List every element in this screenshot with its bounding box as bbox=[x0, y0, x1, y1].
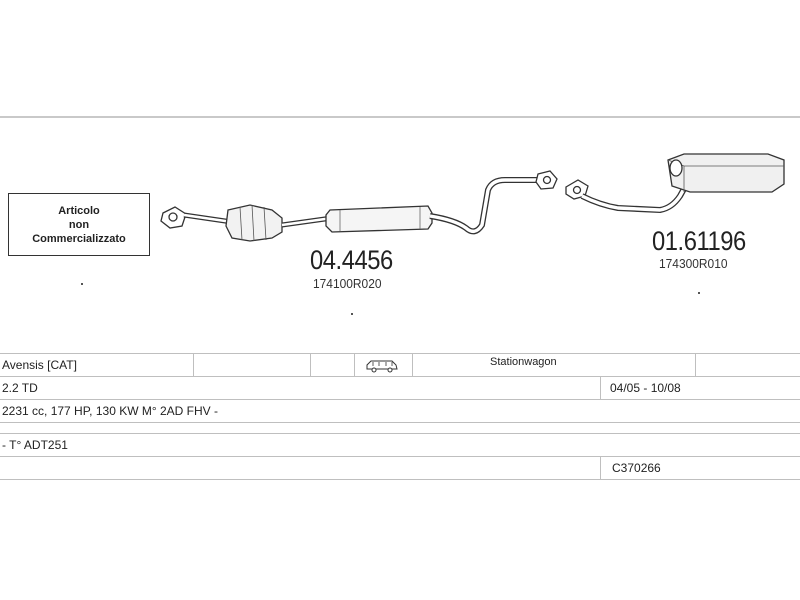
table-spacer bbox=[0, 423, 800, 434]
notice-line-2: non bbox=[68, 218, 90, 231]
center-muffler bbox=[325, 205, 433, 233]
table-row: 2231 cc, 177 HP, 130 KW M° 2AD FHV - bbox=[0, 400, 800, 423]
marker-dot bbox=[81, 283, 83, 285]
part-code-1[interactable]: 04.4456 bbox=[310, 245, 393, 275]
top-frame-line bbox=[0, 116, 800, 118]
catalog-code-cell: C370266 bbox=[612, 461, 661, 475]
oem-code-1: 174100R020 bbox=[313, 276, 382, 291]
notice-line-3: Commercializzato bbox=[32, 232, 126, 245]
rear-muffler bbox=[667, 153, 785, 193]
not-available-notice: Articolo non Commercializzato bbox=[8, 193, 150, 256]
specs-cell: 2231 cc, 177 HP, 130 KW M° 2AD FHV - bbox=[2, 404, 218, 418]
part-code-2[interactable]: 01.61196 bbox=[652, 226, 746, 256]
table-row: - T° ADT251 bbox=[0, 434, 800, 457]
table-row: Avensis [CAT] Stationwagon bbox=[0, 353, 800, 377]
notice-line-1: Articolo bbox=[58, 204, 100, 217]
vehicle-table: Avensis [CAT] Stationwagon 2.2 TD 04/05 … bbox=[0, 353, 800, 480]
body-type-cell: Stationwagon bbox=[490, 356, 557, 368]
rear-exhaust-assembly bbox=[565, 153, 785, 214]
period-cell: 04/05 - 10/08 bbox=[610, 381, 681, 395]
engine-cell: 2.2 TD bbox=[2, 381, 38, 395]
oem-code-2: 174300R010 bbox=[659, 256, 728, 271]
front-exhaust-assembly bbox=[160, 170, 558, 242]
model-cell: Avensis [CAT] bbox=[2, 358, 77, 372]
table-row: C370266 bbox=[0, 457, 800, 480]
marker-dot bbox=[351, 313, 353, 315]
station-wagon-icon bbox=[366, 358, 398, 380]
marker-dot bbox=[698, 292, 700, 294]
table-row: 2.2 TD 04/05 - 10/08 bbox=[0, 377, 800, 400]
type-code-cell: - T° ADT251 bbox=[2, 438, 68, 452]
catalytic-converter bbox=[225, 204, 283, 242]
